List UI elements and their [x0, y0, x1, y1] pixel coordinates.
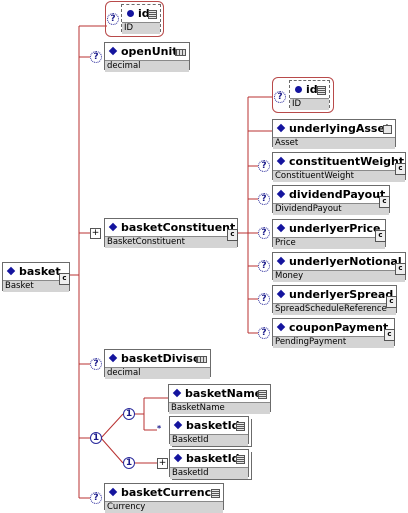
one-or-more-marker: +	[157, 458, 168, 469]
element-icon	[276, 156, 286, 166]
element-basketId[interactable]: basketId BasketId	[169, 416, 249, 446]
element-icon	[108, 487, 118, 497]
optional-marker: ?	[258, 227, 270, 239]
sequence-cardinality-marker: 1	[123, 457, 135, 469]
optional-marker: ?	[107, 13, 119, 25]
expand-icon[interactable]: c	[59, 273, 70, 285]
simple-type-icon	[236, 455, 245, 464]
simple-type-icon	[175, 49, 186, 56]
element-underlyerNotional[interactable]: underlyerNotional Money c	[272, 252, 406, 282]
element-icon	[276, 289, 286, 299]
element-dividendPayout[interactable]: dividendPayout DividendPayout c	[272, 185, 390, 215]
attributes-group	[105, 1, 164, 37]
element-basketCurrency[interactable]: basketCurrency Currency	[104, 483, 224, 513]
attribute-id[interactable]: id ID	[289, 80, 330, 110]
element-basketName[interactable]: basketName BasketName	[168, 384, 271, 414]
simple-type-icon	[196, 356, 207, 363]
expand-icon[interactable]: c	[375, 230, 386, 242]
element-icon	[276, 223, 286, 233]
expand-icon[interactable]: c	[384, 329, 395, 341]
optional-marker: ?	[258, 260, 270, 272]
expand-icon[interactable]: c	[386, 296, 397, 308]
root-element[interactable]: basket Basket c	[2, 262, 70, 292]
optional-marker: ?	[258, 193, 270, 205]
simple-type-icon	[148, 10, 157, 19]
optional-marker: ?	[258, 327, 270, 339]
element-icon	[276, 189, 286, 199]
element-icon	[173, 420, 183, 430]
element-icon	[173, 453, 183, 463]
expand-icon[interactable]: c	[395, 263, 406, 275]
attribute-icon	[295, 86, 302, 93]
element-icon	[276, 256, 286, 266]
optional-marker: ?	[90, 492, 102, 504]
attributes-group	[272, 77, 334, 113]
element-basketDivisor[interactable]: basketDivisor decimal	[104, 349, 211, 379]
element-icon	[108, 222, 118, 232]
attribute-icon	[127, 10, 134, 17]
element-underlyerSpread[interactable]: underlyerSpread SpreadScheduleReference …	[272, 285, 397, 315]
optional-marker: ?	[258, 293, 270, 305]
choice-cardinality-marker: 1	[90, 432, 102, 444]
complex-type-icon	[383, 125, 392, 134]
expand-plus-icon[interactable]: +	[90, 228, 101, 239]
simple-type-icon	[236, 422, 245, 431]
element-couponPayment[interactable]: couponPayment PendingPayment c	[272, 318, 395, 348]
element-underlyingAsset[interactable]: underlyingAsset Asset	[272, 119, 396, 149]
expand-icon[interactable]: c	[227, 229, 238, 241]
element-openUnits[interactable]: openUnits decimal	[104, 42, 190, 72]
element-constituentWeight[interactable]: constituentWeight ConstituentWeight c	[272, 152, 406, 182]
expand-icon[interactable]: c	[379, 196, 390, 208]
element-icon	[108, 46, 118, 56]
simple-type-icon	[258, 390, 267, 399]
element-icon	[172, 388, 182, 398]
optional-marker: ?	[90, 51, 102, 63]
element-underlyerPrice[interactable]: underlyerPrice Price c	[272, 219, 386, 249]
optional-marker: ?	[90, 358, 102, 370]
element-icon	[6, 266, 16, 276]
simple-type-icon	[211, 489, 220, 498]
element-basketId[interactable]: basketId BasketId	[169, 449, 249, 479]
element-basketConstituent[interactable]: basketConstituent BasketConstituent c	[104, 218, 238, 248]
multiplicity-marker: *	[157, 424, 162, 433]
element-icon	[108, 353, 118, 363]
expand-icon[interactable]: c	[395, 163, 406, 175]
attribute-id[interactable]: id ID	[121, 4, 161, 34]
optional-marker: ?	[274, 91, 286, 103]
element-icon	[276, 322, 286, 332]
sequence-cardinality-marker: 1	[123, 408, 135, 420]
element-icon	[276, 123, 286, 133]
simple-type-icon	[317, 86, 326, 95]
optional-marker: ?	[258, 160, 270, 172]
